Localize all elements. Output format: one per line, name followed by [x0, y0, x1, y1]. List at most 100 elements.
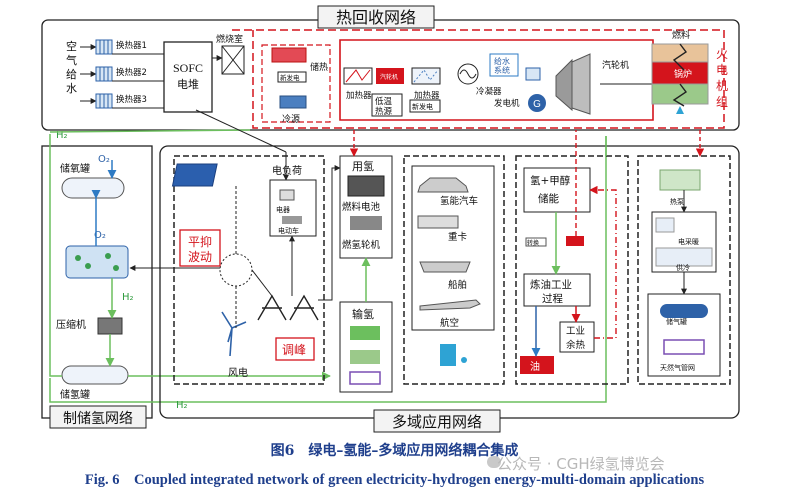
- ship-icon: [419, 261, 471, 273]
- peak-box: [275, 337, 315, 361]
- heat-recovery-network: 热回收网络 空 气 给 水 换热器1 换热器2 换热器3: [41, 5, 740, 131]
- svg-text:储能: 储能: [538, 192, 559, 205]
- svg-text:汽轮机: 汽轮机: [602, 59, 629, 71]
- svg-text:加热器: 加热器: [414, 90, 440, 101]
- heater-red: [376, 68, 404, 84]
- svg-text:电动车: 电动车: [278, 226, 299, 235]
- svg-text:给水: 给水: [494, 56, 510, 66]
- heat-exchanger-1: 换热器1: [95, 39, 147, 55]
- svg-text:电负荷: 电负荷: [272, 164, 302, 177]
- power-block: [173, 155, 325, 385]
- input-char-1: 空: [66, 39, 77, 53]
- oxygen-tank: [61, 177, 125, 199]
- building-block: [637, 155, 731, 385]
- combustion-chamber: 燃烧室: [216, 33, 245, 75]
- svg-text:电: 电: [716, 63, 728, 77]
- hydrogen-tank: [61, 365, 129, 385]
- svg-text:O₂: O₂: [94, 230, 106, 241]
- svg-text:电采暖: 电采暖: [678, 237, 699, 246]
- svg-text:SOFC: SOFC: [173, 61, 203, 75]
- svg-text:G: G: [533, 99, 541, 110]
- svg-text:工业: 工业: [566, 326, 585, 337]
- svg-text:重卡: 重卡: [448, 231, 468, 243]
- caption-english: Fig. 6 Coupled integrated network of gre…: [84, 472, 705, 488]
- svg-text:风电: 风电: [228, 366, 248, 379]
- refinery-box: [523, 273, 591, 307]
- heat-storage: [271, 47, 307, 63]
- svg-text:电堆: 电堆: [177, 78, 199, 91]
- svg-text:供冷: 供冷: [676, 263, 690, 272]
- svg-text:转换: 转换: [527, 239, 539, 247]
- svg-text:压缩机: 压缩机: [56, 318, 86, 331]
- heat-loop: [232, 29, 725, 129]
- refuel-station-icon: [440, 344, 456, 366]
- svg-text:系统: 系统: [494, 65, 510, 75]
- oil-box: [520, 356, 554, 374]
- car-icon: [417, 177, 469, 193]
- input-char-4: 水: [66, 82, 77, 95]
- heat-title-box: [317, 5, 435, 29]
- electrolyzer: [65, 245, 129, 279]
- svg-text:平抑: 平抑: [188, 234, 212, 249]
- feedwater-system: [489, 53, 519, 77]
- svg-text:燃料电池: 燃料电池: [342, 201, 381, 213]
- svg-text:电器: 电器: [276, 205, 290, 214]
- svg-text:油: 油: [530, 360, 540, 373]
- svg-text:天然气管网: 天然气管网: [660, 363, 695, 372]
- svg-text:汽轮机: 汽轮机: [380, 73, 398, 81]
- svg-text:航空: 航空: [440, 317, 459, 329]
- svg-text:储气罐: 储气罐: [666, 317, 687, 326]
- svg-text:热泵: 热泵: [670, 197, 684, 206]
- low-temp-source: [371, 93, 403, 117]
- waste-heat-box: [559, 321, 595, 353]
- svg-text:船舶: 船舶: [448, 279, 467, 291]
- heat-exchanger-2: 换热器2: [95, 66, 147, 82]
- cold-source: [279, 95, 307, 109]
- pv-panel: [171, 163, 218, 187]
- smoothing-box: [179, 229, 221, 267]
- svg-text:换热器1: 换热器1: [116, 40, 147, 51]
- heat-title: 热回收网络: [336, 8, 416, 27]
- svg-text:用氢: 用氢: [352, 159, 374, 173]
- storage-title: 制储氢网络: [63, 411, 133, 427]
- svg-text:储氧罐: 储氧罐: [60, 162, 90, 175]
- heat-pump-icon: [659, 169, 701, 191]
- sofc-stack: [163, 41, 213, 113]
- svg-text:燃烧室: 燃烧室: [216, 33, 243, 45]
- fuel-cell-icon: [347, 175, 385, 197]
- compressor: [97, 317, 123, 335]
- svg-text:氢+甲醇: 氢+甲醇: [530, 174, 571, 187]
- turbine-icon: [555, 58, 573, 112]
- svg-text:过程: 过程: [542, 292, 563, 305]
- svg-text:调峰: 调峰: [282, 343, 306, 357]
- svg-text:换热器3: 换热器3: [116, 94, 147, 105]
- svg-text:余热: 余热: [566, 339, 586, 351]
- app-title: 多域应用网络: [392, 413, 482, 431]
- svg-text:锅炉: 锅炉: [674, 68, 692, 80]
- svg-text:机: 机: [716, 79, 728, 93]
- svg-text:O₂: O₂: [98, 154, 110, 165]
- wechat-icon: [487, 456, 501, 468]
- gas-tank-icon: [660, 304, 708, 318]
- svg-text:波动: 波动: [188, 250, 212, 264]
- svg-text:热源: 热源: [375, 106, 393, 117]
- svg-text:组: 组: [716, 95, 728, 109]
- svg-text:炼油工业: 炼油工业: [530, 278, 572, 291]
- svg-text:燃料: 燃料: [672, 29, 690, 41]
- app-title-box: [373, 409, 501, 433]
- svg-text:新发电: 新发电: [280, 73, 300, 82]
- storage-title-box: [49, 405, 147, 429]
- boiler: 燃料 锅炉: [651, 29, 709, 114]
- svg-text:燃氢轮机: 燃氢轮机: [342, 239, 381, 251]
- svg-text:氢能汽车: 氢能汽车: [440, 195, 478, 207]
- watermark: 公众号 · CGH绿氢博览会: [497, 455, 665, 473]
- input-char-3: 给: [66, 68, 77, 81]
- heat-exchanger-3: 换热器3: [95, 93, 147, 109]
- svg-text:换热器2: 换热器2: [116, 67, 147, 78]
- svg-text:输氢: 输氢: [352, 307, 374, 321]
- wind-turbine: [221, 311, 247, 357]
- caption-chinese: 图6 绿电–氢能–多域应用网络耦合集成: [270, 443, 519, 459]
- svg-text:新发电: 新发电: [412, 102, 433, 111]
- plane-icon: [419, 299, 481, 311]
